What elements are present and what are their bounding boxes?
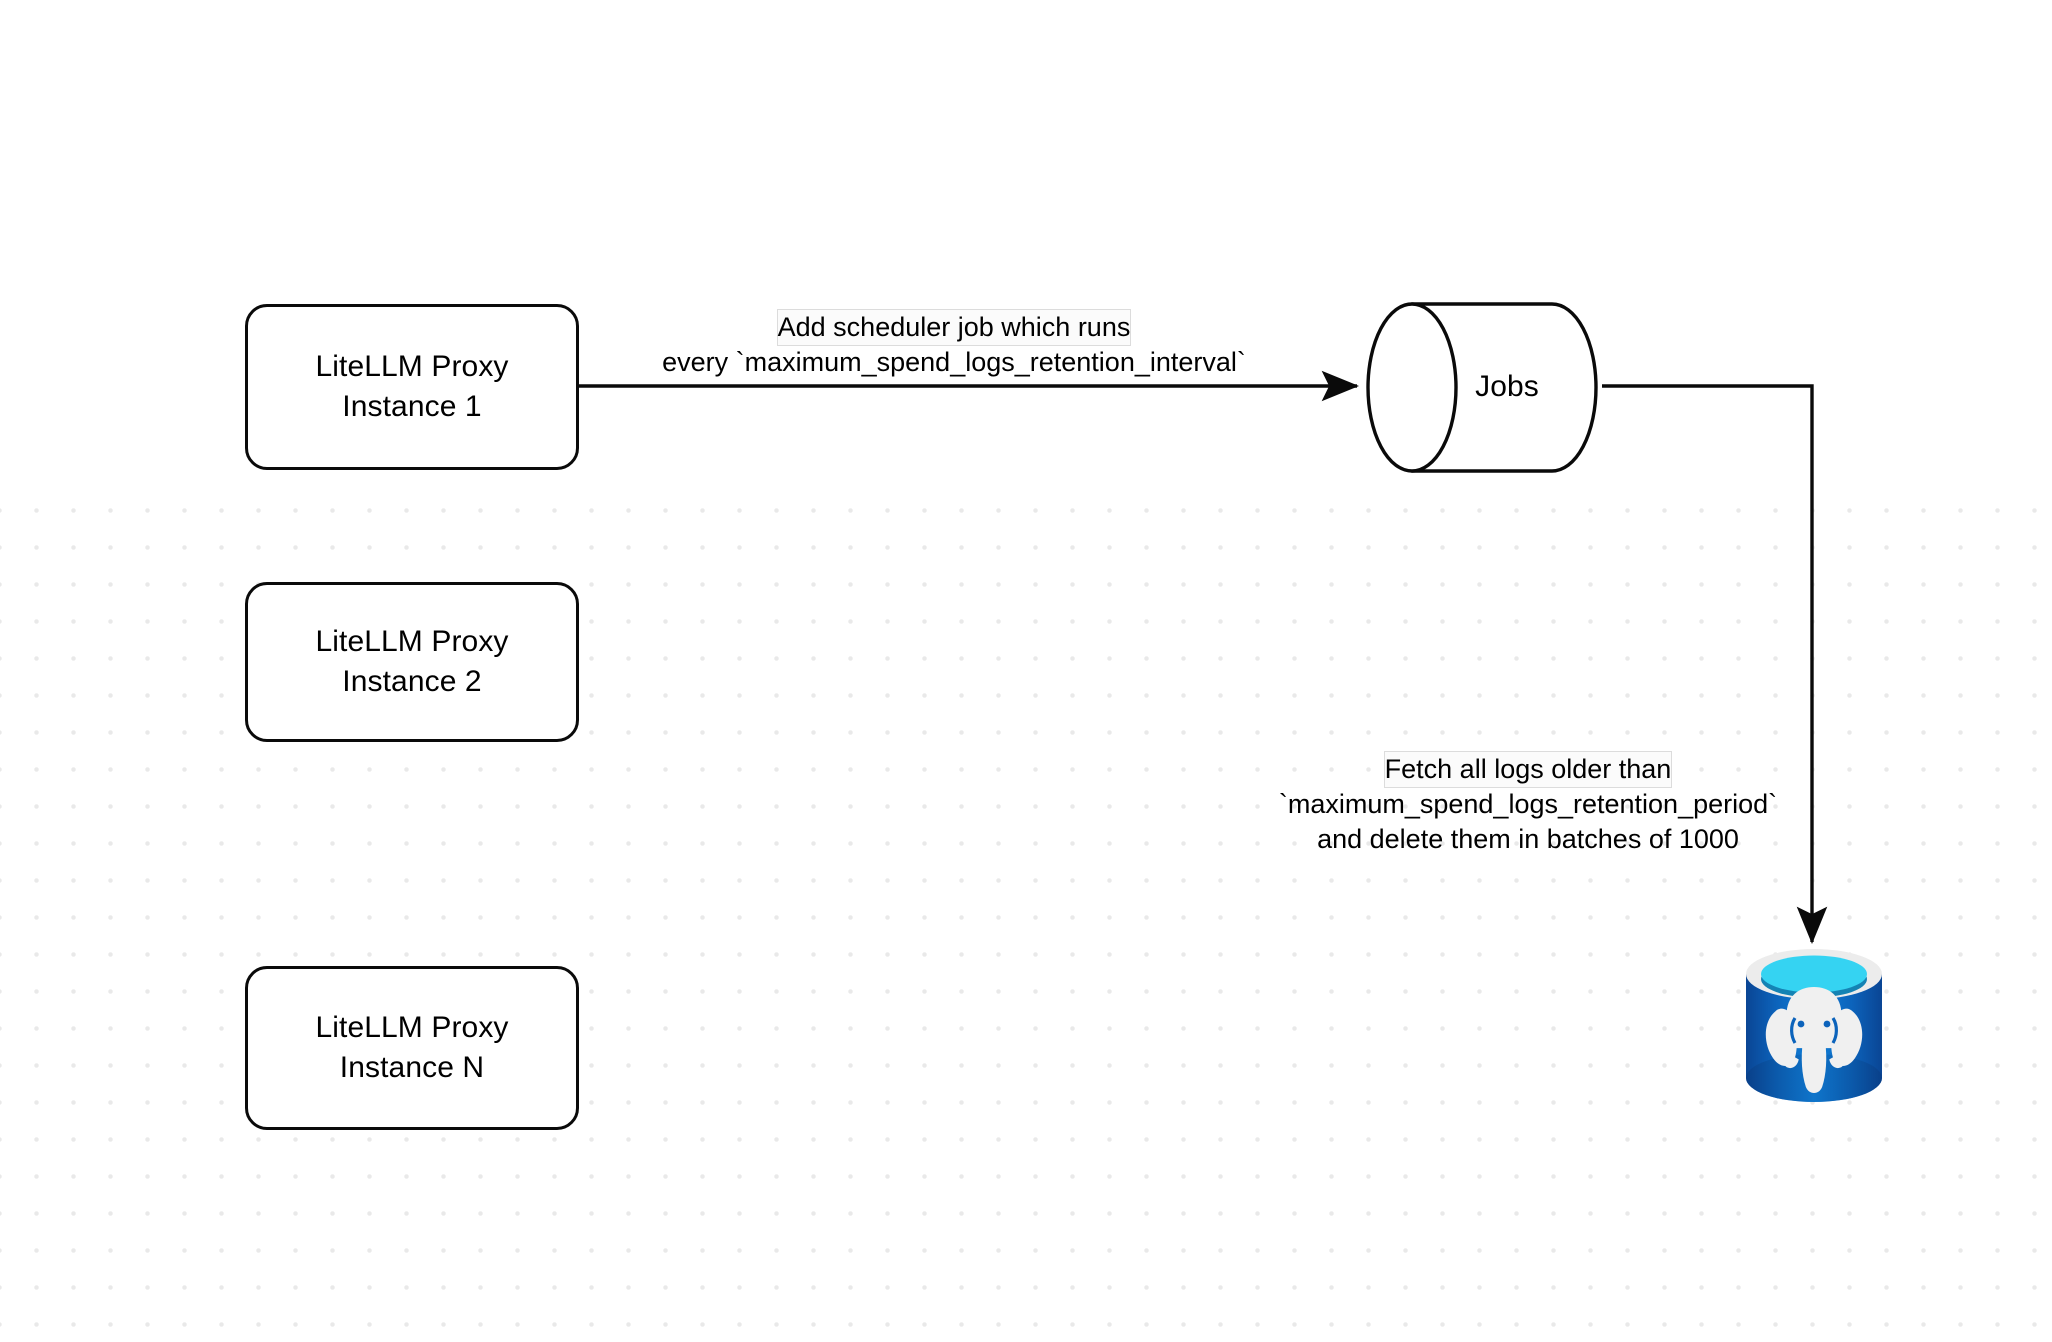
edge-label-line-1: Add scheduler job which runs [777, 310, 1131, 346]
edge-label-line-2: every `maximum_spend_logs_retention_inte… [662, 347, 1246, 378]
node-line-2: Instance 1 [342, 390, 482, 423]
node-line-1: LiteLLM Proxy [315, 625, 509, 659]
edge-label-line-3: and delete them in batches of 1000 [1317, 824, 1739, 855]
node-litellm-proxy-instance-2[interactable]: LiteLLM Proxy Instance 2 [245, 582, 579, 742]
node-line-2: Instance 2 [342, 665, 482, 698]
jobs-label: Jobs [1475, 369, 1539, 403]
node-litellm-proxy-instance-1[interactable]: LiteLLM Proxy Instance 1 [245, 304, 579, 470]
edge-label-fetch-delete: Fetch all logs older than `maximum_spend… [1248, 752, 1808, 857]
node-jobs-queue[interactable]: Jobs [1368, 303, 1602, 470]
node-line-2: Instance N [339, 1051, 485, 1084]
postgresql-database-icon [1746, 949, 1882, 1102]
edge-label-line-2: `maximum_spend_logs_retention_period` [1278, 789, 1778, 820]
edge-label-scheduler: Add scheduler job which runs every `maxi… [614, 310, 1294, 380]
node-litellm-proxy-instance-n[interactable]: LiteLLM Proxy Instance N [245, 966, 579, 1130]
node-line-1: LiteLLM Proxy [315, 350, 509, 384]
edge-label-line-1: Fetch all logs older than [1384, 752, 1672, 788]
node-line-1: LiteLLM Proxy [315, 1011, 509, 1045]
jobs-cylinder-shape [1366, 302, 1598, 473]
edge-jobs-to-postgres [1602, 384, 1828, 945]
